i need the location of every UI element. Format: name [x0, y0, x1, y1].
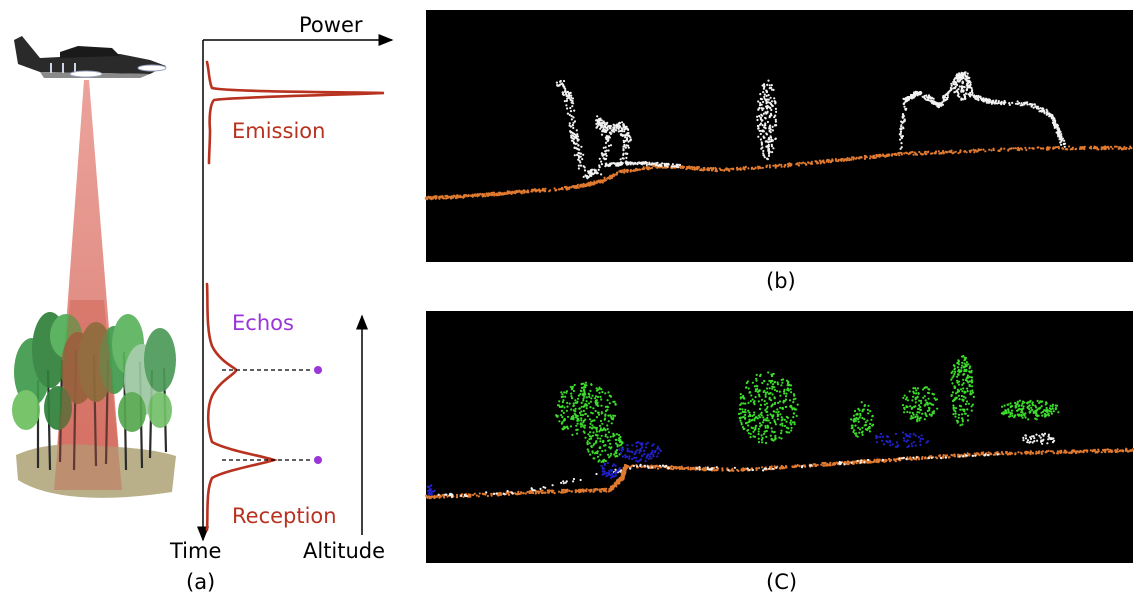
- panel-b-point-cloud: [424, 71, 1133, 201]
- panel-c-caption: (C): [766, 570, 797, 594]
- panel-c: (C): [425, 311, 1134, 594]
- emission-waveform: [205, 60, 385, 165]
- panel-c-point-cloud: [425, 355, 1134, 500]
- reception-label: Reception: [232, 504, 337, 528]
- echos-label: Echos: [232, 311, 294, 335]
- forest-icon: [12, 300, 176, 490]
- airplane-icon: [14, 36, 167, 78]
- ground-patch: [16, 444, 176, 498]
- echo-point-1: [314, 366, 322, 374]
- time-label: Time: [169, 539, 221, 563]
- panel-b: (b): [424, 10, 1133, 293]
- altitude-label: Altitude: [303, 539, 385, 563]
- panel-a: Power Emission Echos Reception Time Alti…: [12, 13, 394, 594]
- echo-point-2: [314, 456, 322, 464]
- power-label: Power: [299, 13, 363, 37]
- panel-b-background: [426, 10, 1133, 262]
- panel-a-caption: (a): [186, 570, 215, 594]
- panel-b-caption: (b): [766, 269, 796, 293]
- emission-label: Emission: [232, 119, 325, 143]
- reception-waveform: [205, 282, 279, 532]
